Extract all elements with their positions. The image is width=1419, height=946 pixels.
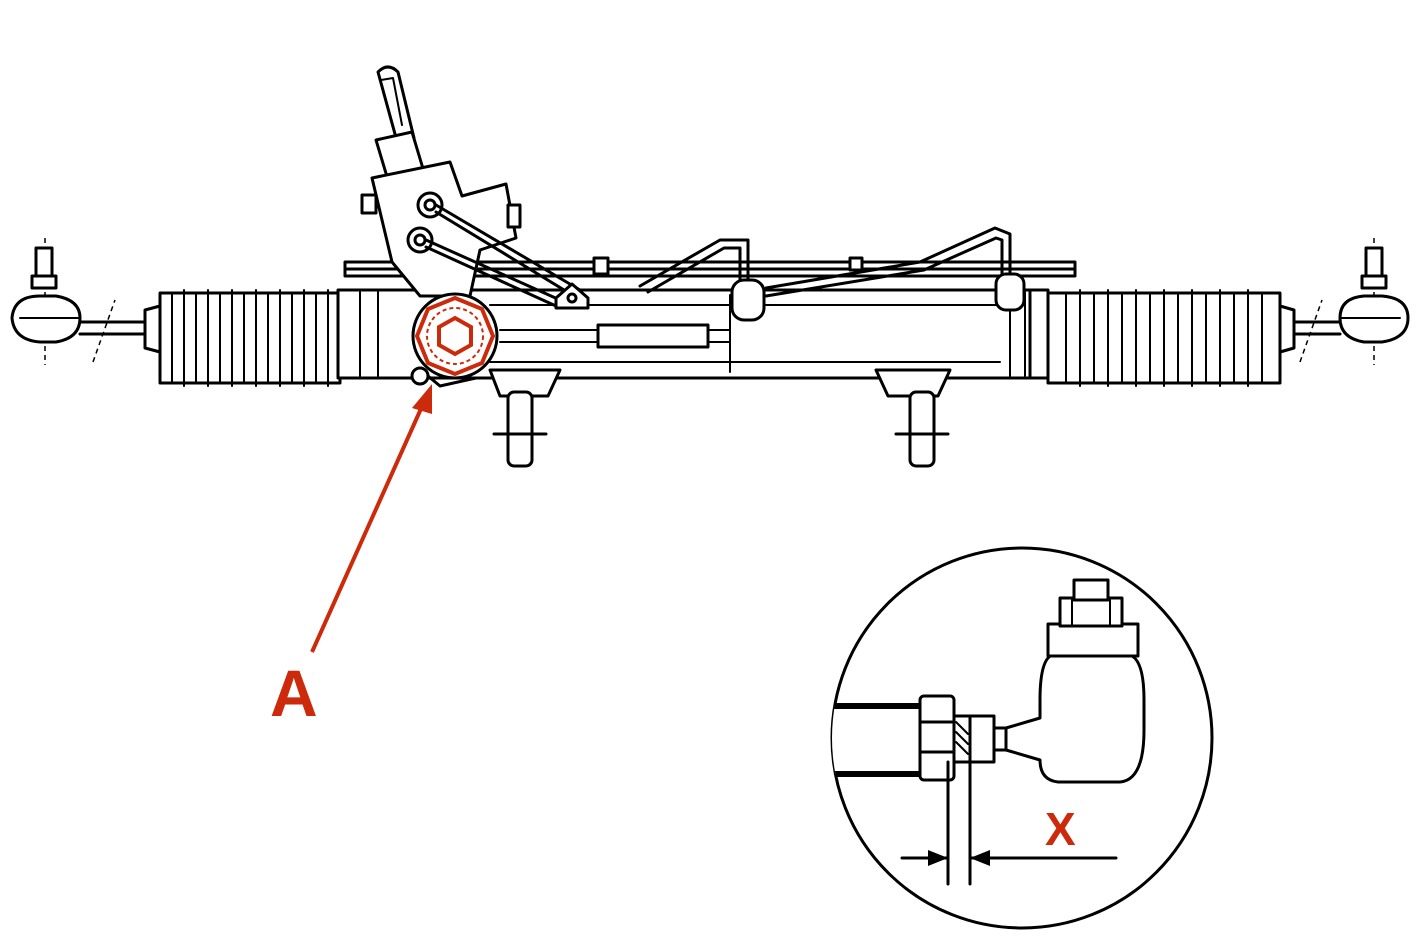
right-tie-rod-end (1292, 238, 1410, 365)
pinion-housing (360, 65, 522, 298)
callout-label-a: A (270, 656, 318, 730)
detail-inset (830, 546, 1214, 930)
right-boot (1028, 288, 1296, 387)
highlighted-pinion-nut (410, 292, 499, 388)
hydraulic-lines (424, 203, 1026, 322)
left-tie-rod-end (10, 238, 150, 365)
mounting-studs (488, 368, 952, 468)
steering-rack-assembly (10, 65, 1410, 468)
left-boot (143, 289, 342, 387)
inset-tie-rod-detail (832, 578, 1146, 886)
callout-a-arrow (310, 384, 432, 653)
callout-label-x: X (1045, 803, 1076, 855)
